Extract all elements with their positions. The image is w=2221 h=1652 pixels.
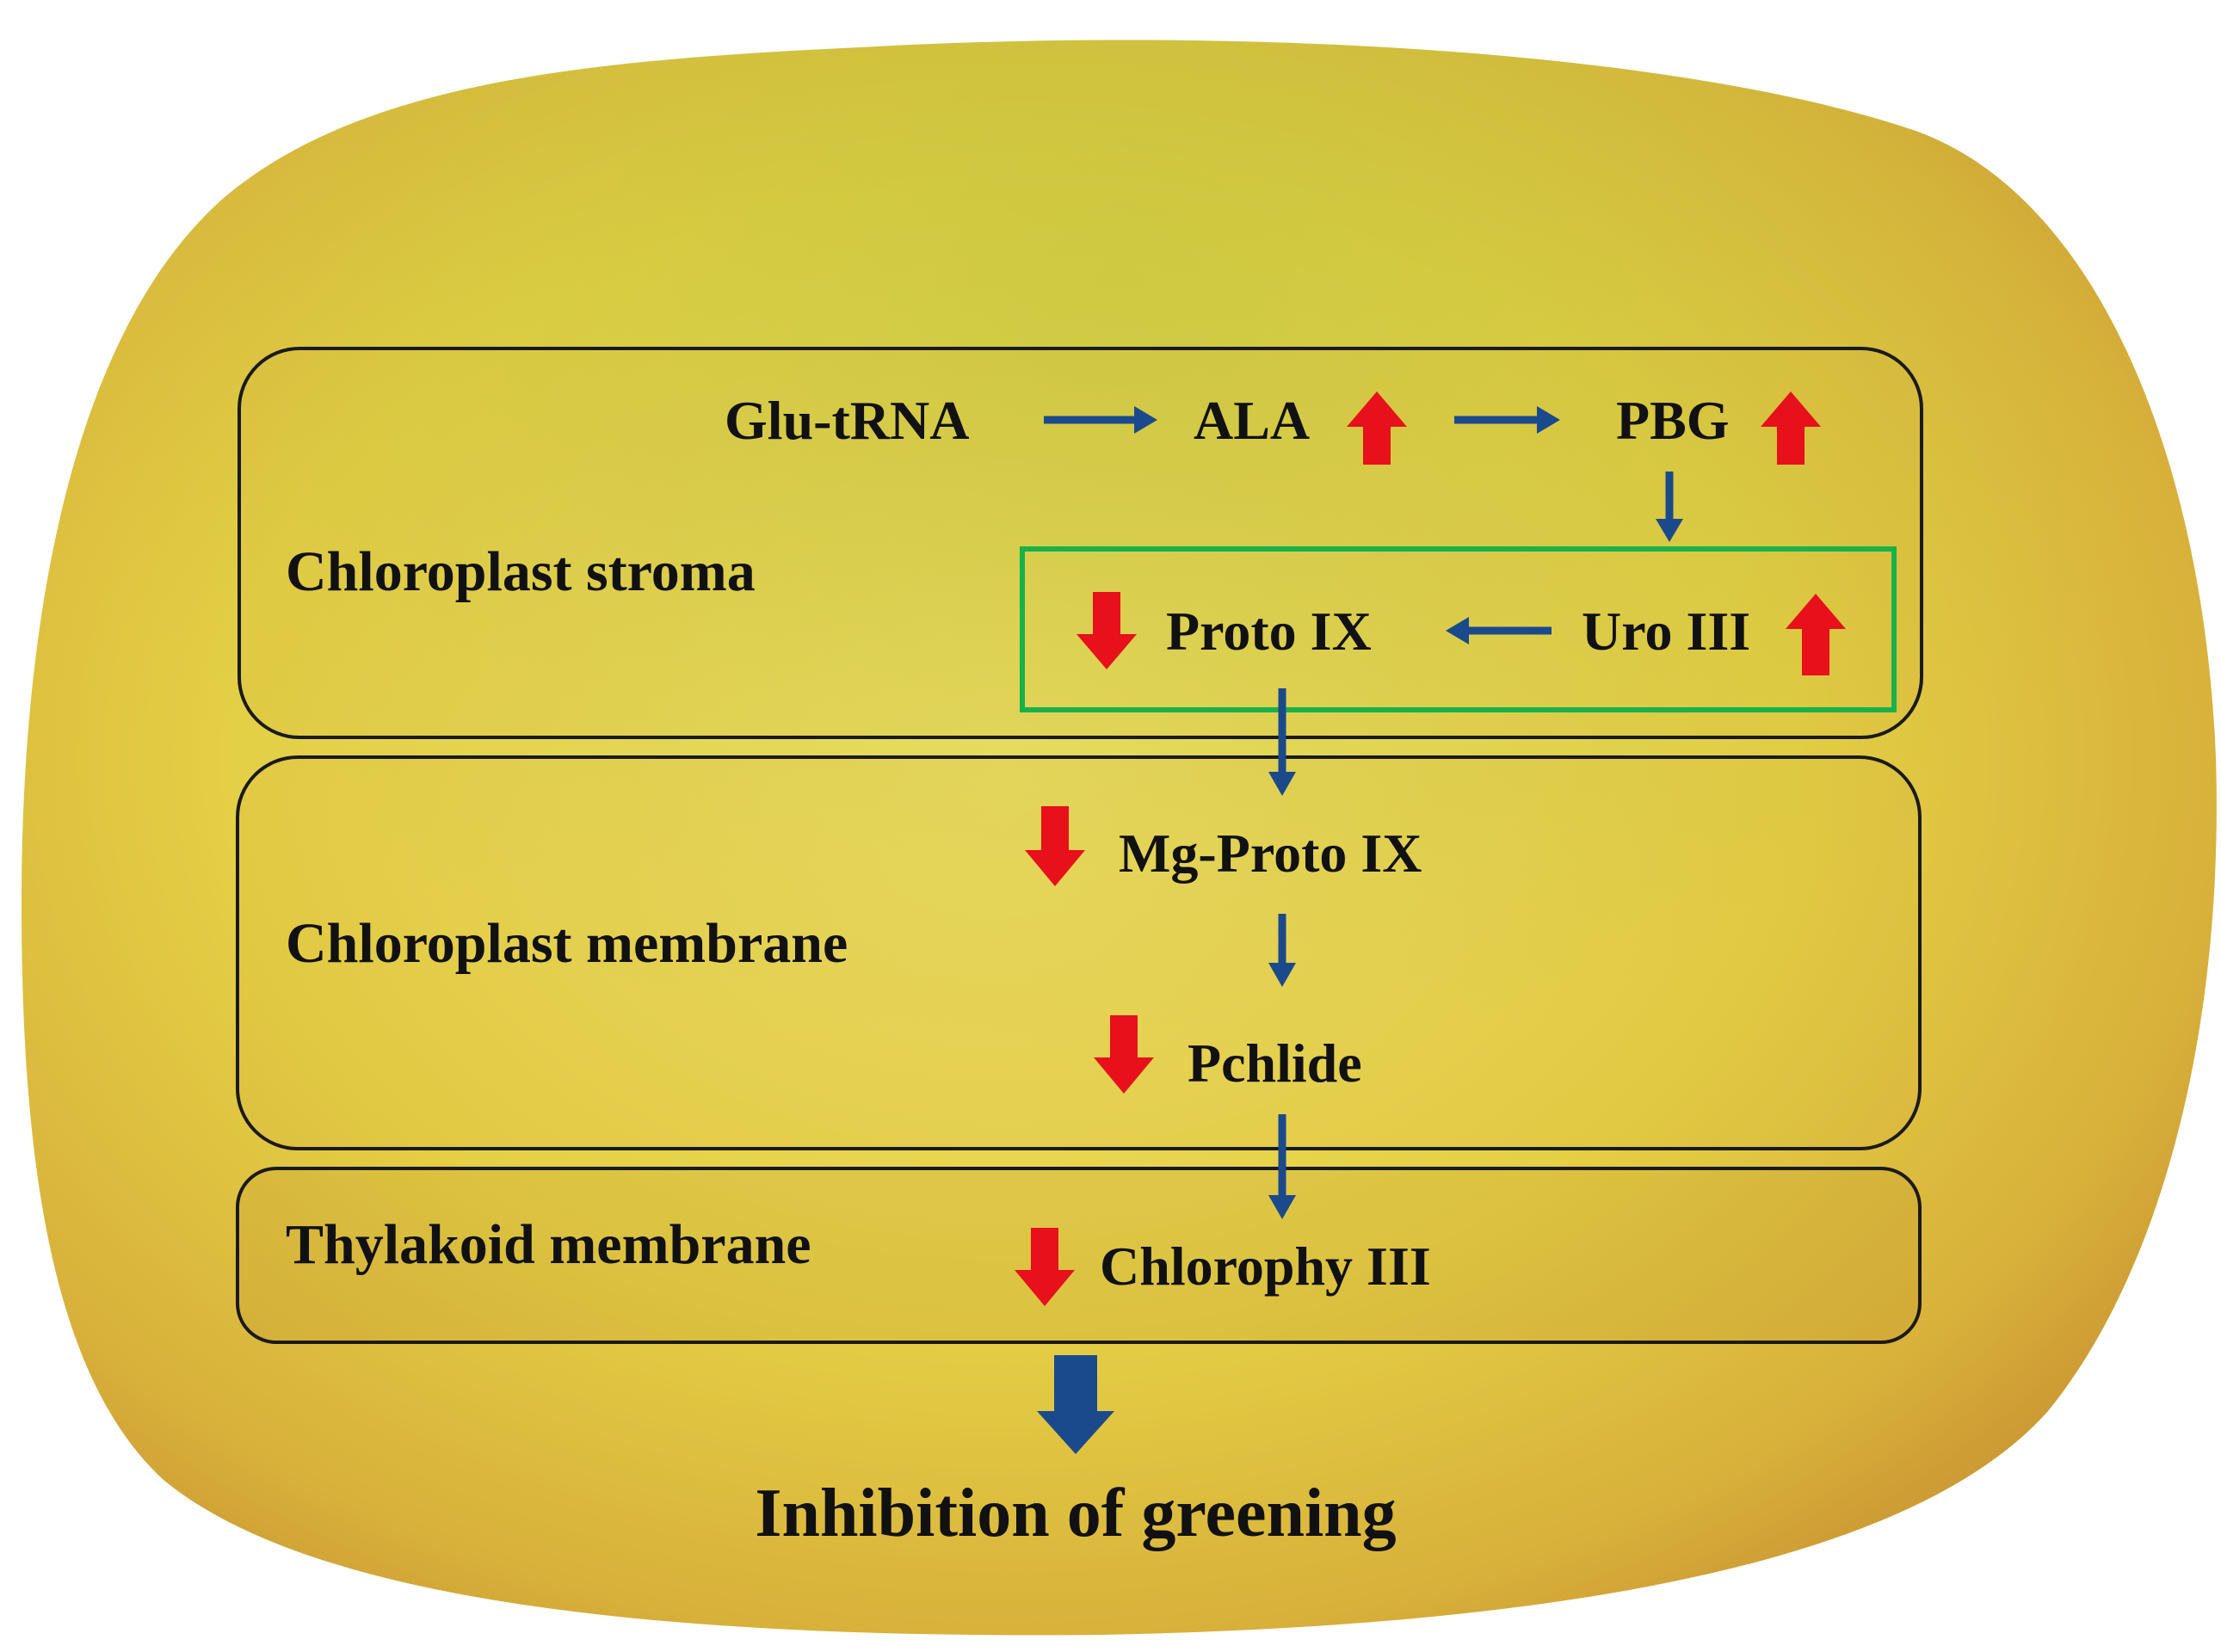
increase-arrow-ala <box>1347 391 1407 465</box>
flow-arrow-pbg-to-uro <box>1656 472 1683 542</box>
flow-arrow-to-outcome <box>1037 1355 1114 1454</box>
decrease-arrow-chlorophyll <box>1015 1228 1075 1306</box>
metabolite-pbg: PBG <box>1616 390 1730 451</box>
uro-proto-highlight-box <box>1020 546 1897 712</box>
flow-arrow-glu-to-ala <box>1044 406 1157 434</box>
label-chloroplast-membrane: Chloroplast membrane <box>286 912 848 975</box>
flow-arrow-uro-to-proto <box>1446 617 1552 644</box>
flow-arrow-proto-to-mgproto <box>1268 688 1296 796</box>
metabolite-mg-proto-ix: Mg-Proto IX <box>1119 823 1422 884</box>
fruit-top-tint <box>22 40 2217 1636</box>
metabolite-uro-iii: Uro III <box>1582 601 1750 662</box>
metabolite-ala: ALA <box>1194 390 1310 451</box>
flow-arrow-ala-to-pbg <box>1454 406 1560 434</box>
decrease-arrow-proto <box>1077 592 1137 669</box>
metabolite-pchlide: Pchlide <box>1188 1032 1362 1094</box>
outcome-label: Inhibition of greening <box>755 1476 1396 1551</box>
membrane-compartment-box <box>236 755 1922 1150</box>
increase-arrow-uro <box>1786 594 1846 675</box>
metabolite-proto-ix: Proto IX <box>1166 601 1372 662</box>
stroma-compartment-box <box>238 347 1923 739</box>
metabolite-glu-trna: Glu-tRNA <box>725 390 969 451</box>
metabolite-chlorophyll: Chlorophy III <box>1100 1236 1431 1297</box>
decrease-arrow-mgproto <box>1025 806 1085 886</box>
increase-arrow-pbg <box>1761 391 1821 465</box>
regulation-arrows <box>1015 391 1846 1306</box>
flow-arrow-mgproto-to-pchlide <box>1268 914 1296 987</box>
decrease-arrow-pchlide <box>1094 1015 1154 1094</box>
thylakoid-compartment-box <box>236 1167 1922 1344</box>
label-chloroplast-stroma: Chloroplast stroma <box>286 540 756 603</box>
mango-fruit-illustration <box>22 40 2217 1636</box>
flow-arrow-pchlide-to-chlorophyll <box>1268 1114 1296 1219</box>
flow-arrows <box>1037 406 1683 1454</box>
label-thylakoid-membrane: Thylakoid membrane <box>286 1213 811 1276</box>
